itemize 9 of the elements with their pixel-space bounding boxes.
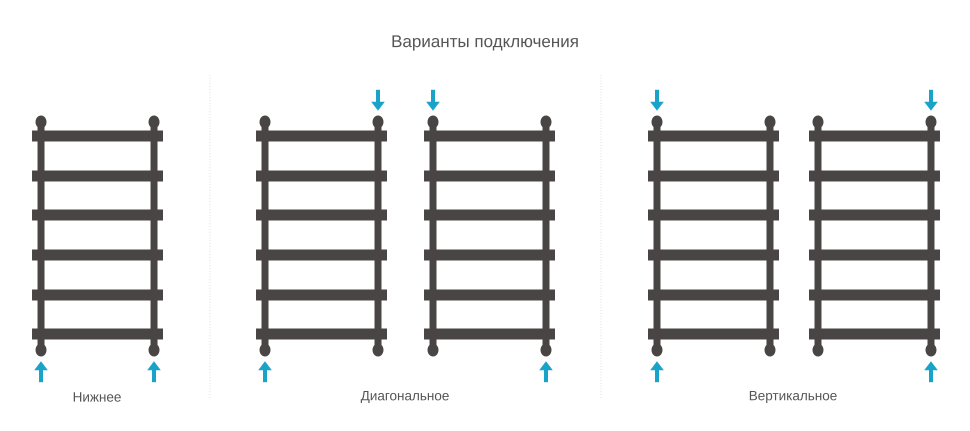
radiator-drawing	[648, 116, 779, 356]
radiator-drawing	[256, 116, 387, 356]
caption: Диагональное	[360, 391, 449, 403]
radiator-drawing	[32, 116, 164, 356]
caption: Нижнее	[74, 392, 121, 402]
radiator-drawing	[424, 116, 555, 356]
radiator-drawing	[809, 116, 940, 356]
title: Варианты подключения	[392, 35, 578, 51]
caption: Вертикальное	[750, 390, 837, 404]
